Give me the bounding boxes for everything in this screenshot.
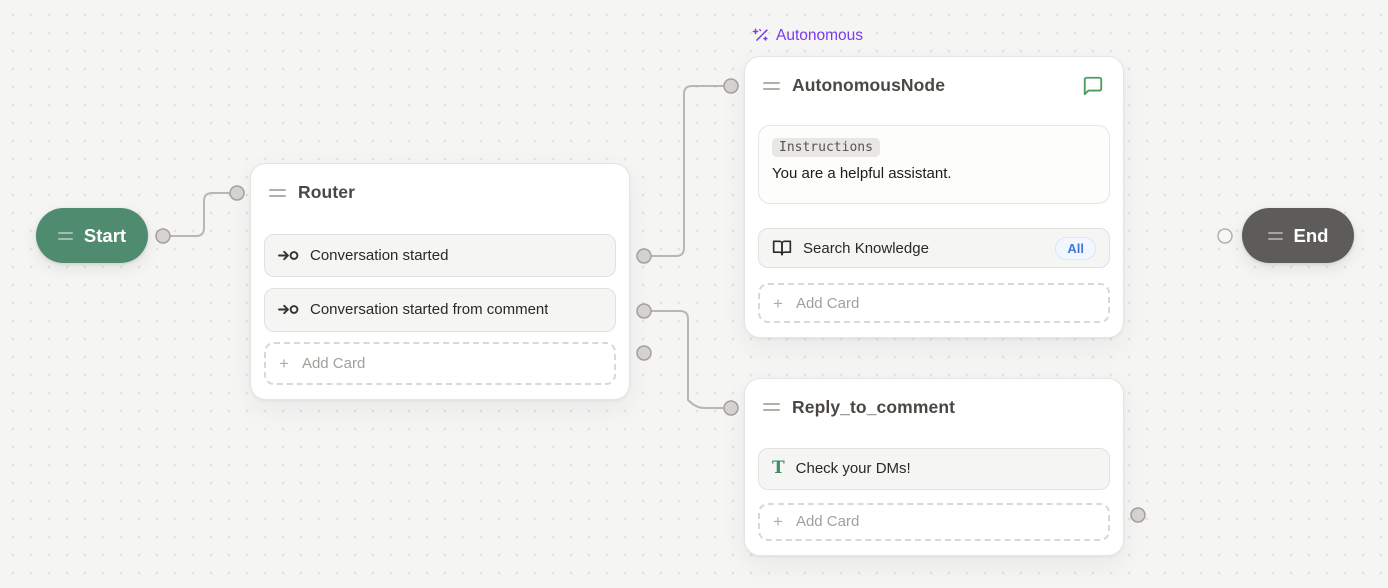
drag-handle-icon[interactable] <box>1267 231 1283 240</box>
drag-handle-icon[interactable] <box>269 188 286 197</box>
port-start-output[interactable] <box>155 228 171 244</box>
router-card-conversation-started[interactable]: Conversation started <box>264 233 616 278</box>
drag-handle-icon[interactable] <box>763 81 780 90</box>
port-end-input[interactable] <box>1217 228 1233 244</box>
autonomous-node[interactable]: AutonomousNode Instructions You are a he… <box>744 56 1124 338</box>
instructions-card[interactable]: Instructions You are a helpful assistant… <box>758 124 1110 205</box>
drag-handle-icon[interactable] <box>763 403 780 412</box>
plus-icon: + <box>279 353 289 373</box>
card-label: Check your DMs! <box>795 460 911 478</box>
add-card-label: Add Card <box>795 513 860 531</box>
start-node-label: Start <box>83 224 127 246</box>
card-label: Search Knowledge <box>803 239 929 257</box>
router-node-title: Router <box>298 182 355 203</box>
text-icon: T <box>772 458 785 479</box>
port-router-card1-output[interactable] <box>636 248 652 264</box>
wand-sparkles-icon <box>752 28 769 45</box>
port-reply-output[interactable] <box>1130 507 1146 523</box>
autonomous-add-card-button[interactable]: + Add Card <box>758 283 1110 323</box>
edge-start-to-router[interactable] <box>163 192 230 237</box>
router-node-header: Router <box>264 180 616 206</box>
chat-bubble-icon[interactable] <box>1081 74 1105 98</box>
edge-router-to-autonomous[interactable] <box>651 85 724 257</box>
router-node[interactable]: Router Conversation started Conversation… <box>250 163 630 400</box>
port-router-input[interactable] <box>229 185 245 201</box>
router-card-conversation-started-from-comment[interactable]: Conversation started from comment <box>264 288 616 332</box>
trigger-icon <box>278 302 299 317</box>
trigger-icon <box>278 248 299 263</box>
drag-handle-icon[interactable] <box>57 231 73 240</box>
end-node[interactable]: End <box>1242 208 1354 263</box>
port-reply-input[interactable] <box>723 400 739 416</box>
end-node-label: End <box>1293 224 1329 246</box>
plus-icon: + <box>773 512 783 532</box>
autonomous-badge: Autonomous <box>752 27 863 45</box>
search-knowledge-card[interactable]: Search Knowledge All <box>758 228 1110 269</box>
instructions-chip: Instructions <box>772 137 880 157</box>
book-open-icon <box>772 238 792 258</box>
add-card-label: Add Card <box>301 354 366 372</box>
reply-to-comment-node[interactable]: Reply_to_comment T Check your DMs! + Add… <box>744 378 1124 556</box>
reply-node-header: Reply_to_comment <box>758 395 1110 420</box>
port-router-card2-output[interactable] <box>636 303 652 319</box>
reply-node-title: Reply_to_comment <box>792 396 956 417</box>
autonomous-node-title: AutonomousNode <box>792 75 946 96</box>
reply-add-card-button[interactable]: + Add Card <box>758 502 1110 541</box>
port-autonomous-input[interactable] <box>723 78 739 94</box>
instructions-text: You are a helpful assistant. <box>772 164 952 182</box>
autonomous-node-header: AutonomousNode <box>758 73 1110 99</box>
add-card-label: Add Card <box>795 294 860 312</box>
port-router-output[interactable] <box>636 345 652 361</box>
edge-router-to-reply[interactable] <box>651 310 724 409</box>
router-add-card-button[interactable]: + Add Card <box>264 341 616 385</box>
autonomous-badge-label: Autonomous <box>776 27 864 44</box>
plus-icon: + <box>773 293 783 313</box>
reply-text-card[interactable]: T Check your DMs! <box>758 447 1110 490</box>
card-label: Conversation started <box>310 246 449 264</box>
start-node[interactable]: Start <box>36 208 148 263</box>
knowledge-scope-badge[interactable]: All <box>1055 236 1096 260</box>
card-label: Conversation started from comment <box>310 301 549 319</box>
